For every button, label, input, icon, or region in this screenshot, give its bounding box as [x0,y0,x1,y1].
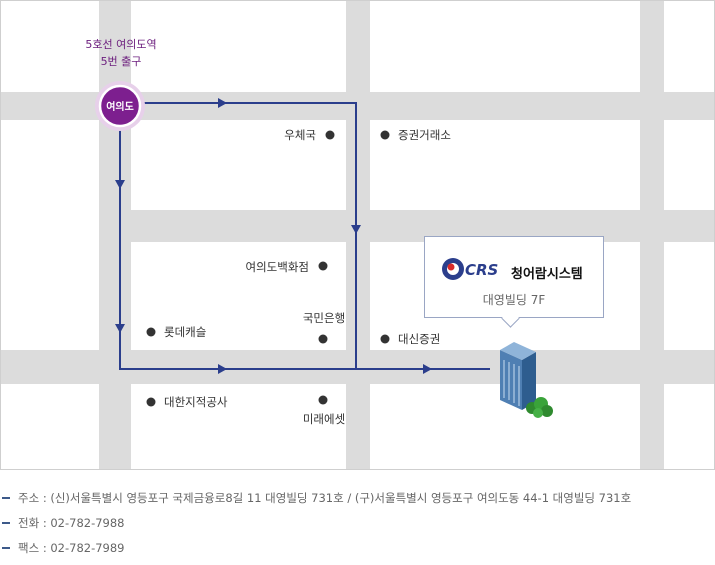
landmark-cadastral: 대한지적공사 [146,395,228,409]
route-arrow-icon [218,364,227,374]
exit-label-line2: 5번 출구 [101,55,142,68]
bullet-dash-icon [2,497,10,499]
landmark-dot-icon [318,395,328,405]
block [664,0,715,92]
block [664,120,715,210]
location-map: 5호선 여의도역 5번 출구 여의도 우체국 증권거래소 여의도백화점 국민은행… [0,0,715,470]
landmark-post-office-label: 우체국 [284,128,316,142]
landmark-dot-icon [318,261,328,271]
office-building-icon [500,342,553,418]
landmark-mirae-label: 미래에셋 [303,412,345,426]
block [0,0,99,92]
address-text: 주소 : (신)서울특별시 영등포구 국제금융로8길 11 대영빌딩 731호 … [18,491,632,505]
route-arrow-icon [115,324,125,333]
phone-row: 전화 : 02-782-7988 [0,515,715,540]
station-name: 여의도 [106,100,134,113]
landmark-dot-icon [325,130,335,140]
route-arrow-icon [115,180,125,189]
route-arrow-icon [218,98,227,108]
landmark-cadastral-label: 대한지적공사 [164,395,228,409]
landmark-dot-icon [146,327,156,337]
fax-text: 팩스 : 02-782-7989 [18,541,125,555]
block [664,384,715,470]
landmark-dot-icon [146,397,156,407]
block [370,120,640,210]
subway-station-icon: 여의도 [95,81,145,131]
block [0,120,99,350]
bullet-dash-icon [2,522,10,524]
block [664,242,715,350]
landmark-kookmin-bank: 국민은행 [303,311,345,344]
landmark-stock-exchange-label: 증권거래소 [398,128,451,142]
fax-row: 팩스 : 02-782-7989 [0,540,715,565]
landmark-post-office: 우체국 [284,128,335,142]
bullet-dash-icon [2,547,10,549]
block [131,0,346,92]
landmark-dot-icon [318,334,328,344]
landmark-department-store-label: 여의도백화점 [246,260,309,274]
company-name: 청어람시스템 [511,267,583,282]
route-arrows [115,98,432,374]
company-callout: CRS 청어람시스템 대영빌딩 7F [424,236,604,318]
route-arrow-icon [423,364,432,374]
landmark-daishin: 대신증권 [380,332,440,346]
block [370,0,640,92]
landmark-dot-icon [380,334,390,344]
landmark-stock-exchange: 증권거래소 [380,128,451,142]
block [131,242,346,350]
block [0,384,99,470]
phone-text: 전화 : 02-782-7988 [18,516,125,530]
contact-info: 주소 : (신)서울특별시 영등포구 국제금융로8길 11 대영빌딩 731호 … [0,490,715,565]
exit-label-line1: 5호선 여의도역 [85,38,156,51]
landmark-mirae: 미래에셋 [303,395,345,426]
address-row: 주소 : (신)서울특별시 영등포구 국제금융로8길 11 대영빌딩 731호 … [0,490,715,515]
landmark-lotte-capital: 롯데캐슬 [146,325,206,339]
company-logo: CRS [442,258,498,280]
block [131,384,346,470]
landmark-daishin-label: 대신증권 [398,332,440,346]
landmark-kookmin-bank-label: 국민은행 [303,311,345,325]
landmark-lotte-capital-label: 롯데캐슬 [164,325,206,339]
landmark-department-store: 여의도백화점 [246,260,328,274]
company-floor: 대영빌딩 7F [482,293,546,307]
landmark-dot-icon [380,130,390,140]
block [131,120,346,210]
company-logo-text: CRS [465,261,498,279]
route-arrow-icon [351,225,361,234]
